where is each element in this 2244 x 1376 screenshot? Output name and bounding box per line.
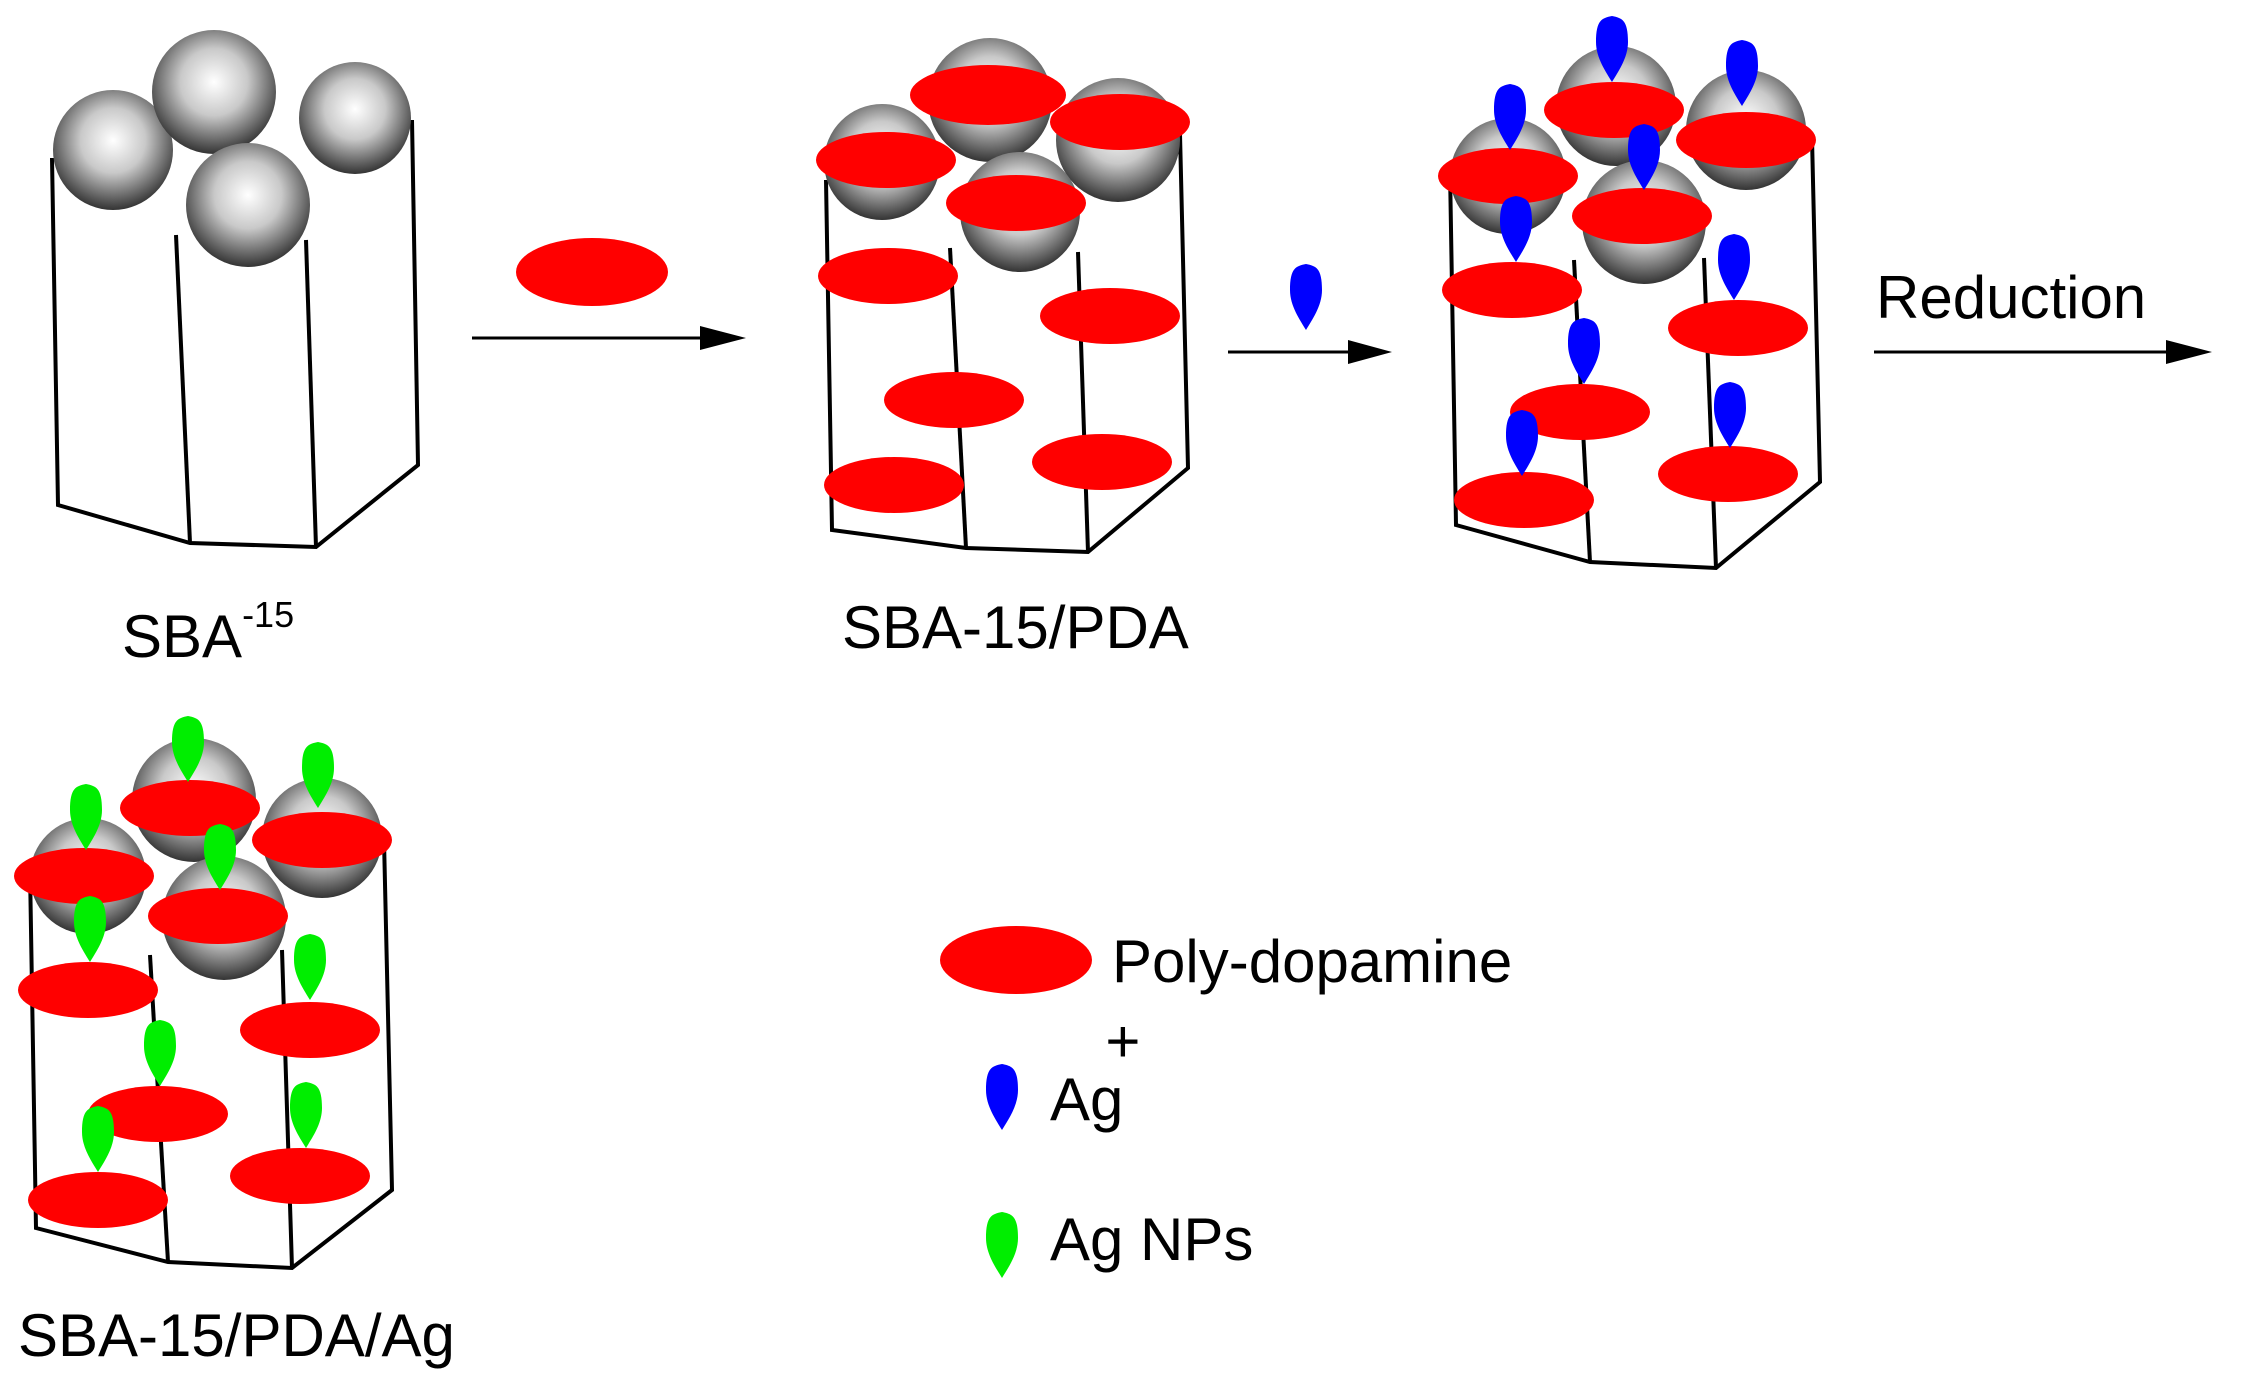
stage-sba15-pda: SBA-15/PDA (816, 38, 1191, 661)
ag-ion-drops (1494, 16, 1758, 476)
stage-sba15: SBA-15 (50, 30, 421, 670)
ag-ion-legend-icon (986, 1064, 1018, 1130)
legend-label-ag-np: Ag NPs (1050, 1206, 1253, 1273)
label-sba15-pda: SBA-15/PDA (842, 594, 1189, 661)
pda-layers (816, 65, 1190, 513)
ag-np-legend-icon (986, 1212, 1018, 1278)
pda-reagent-icon (516, 238, 668, 306)
label-sba15: SBA-15 (122, 594, 294, 670)
legend-item-ag-ion: Ag+ (986, 1008, 1140, 1133)
pda-layers (1438, 82, 1816, 528)
arrow-reduction: Reduction (1874, 264, 2212, 364)
ag-ion-reagent-icon (1290, 264, 1322, 330)
pda-legend-icon (940, 926, 1092, 994)
label-sba15-pda-ag: SBA-15/PDA/Ag (18, 1302, 455, 1369)
legend-label-ag-ion: Ag+ (1050, 1008, 1140, 1133)
legend: Poly-dopamine Ag+ Ag NPs (940, 926, 1512, 1278)
ag-np-drops (70, 716, 334, 1172)
legend-label-pda: Poly-dopamine (1112, 928, 1512, 995)
column-outline (50, 119, 421, 550)
stage-sba15-pda-ag-ion (1438, 16, 1823, 571)
legend-item-pda: Poly-dopamine (940, 926, 1512, 995)
arrow-pda-coating (472, 238, 746, 350)
silica-spheres (53, 30, 411, 267)
arrow-silver-ion-loading (1228, 264, 1392, 364)
stage-sba15-pda-ag: SBA-15/PDA/Ag (14, 716, 455, 1369)
legend-item-ag-np: Ag NPs (986, 1206, 1253, 1278)
label-reduction: Reduction (1876, 264, 2146, 331)
pda-layers (14, 780, 392, 1228)
